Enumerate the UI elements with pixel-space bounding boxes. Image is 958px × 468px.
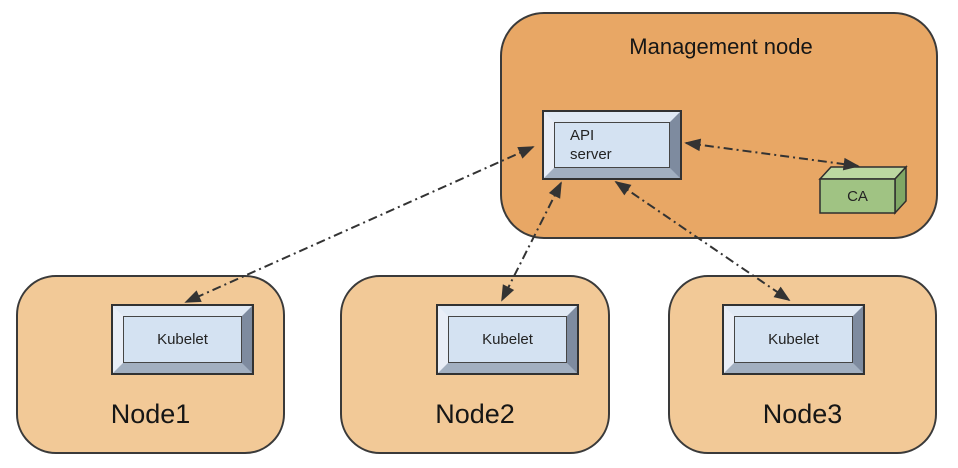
kubelet-label-node3: Kubelet bbox=[734, 316, 853, 363]
node-2: Kubelet Node2 bbox=[340, 275, 610, 454]
api-server-label: API server bbox=[554, 122, 670, 168]
api-server-box: API server bbox=[542, 110, 682, 180]
ca-top-face bbox=[818, 166, 908, 180]
kubelet-bevel bbox=[724, 306, 863, 373]
kubelet-box-node3: Kubelet bbox=[722, 304, 865, 375]
management-node-label: Management node bbox=[629, 34, 813, 59]
ca-label: CA bbox=[847, 187, 868, 205]
node-2-label: Node2 bbox=[435, 399, 515, 429]
node-3: Kubelet Node3 bbox=[668, 275, 937, 454]
node-1-label: Node1 bbox=[110, 399, 191, 429]
kubelet-bevel bbox=[438, 306, 577, 373]
kubelet-label-node1: Kubelet bbox=[123, 316, 242, 363]
node-1: Kubelet Node1 bbox=[16, 275, 285, 454]
management-node: Management node API server CA bbox=[500, 12, 938, 239]
kubelet-label-node2: Kubelet bbox=[448, 316, 567, 363]
kubelet-box-node2: Kubelet bbox=[436, 304, 579, 375]
ca-box: CA bbox=[817, 164, 912, 216]
ca-front-face bbox=[819, 178, 896, 214]
ca-cuboid-shape bbox=[818, 165, 908, 215]
kubelet-bevel bbox=[113, 306, 252, 373]
api-server-bevel bbox=[544, 112, 680, 178]
kubelet-box-node1: Kubelet bbox=[111, 304, 254, 375]
node-3-label: Node3 bbox=[762, 399, 843, 429]
